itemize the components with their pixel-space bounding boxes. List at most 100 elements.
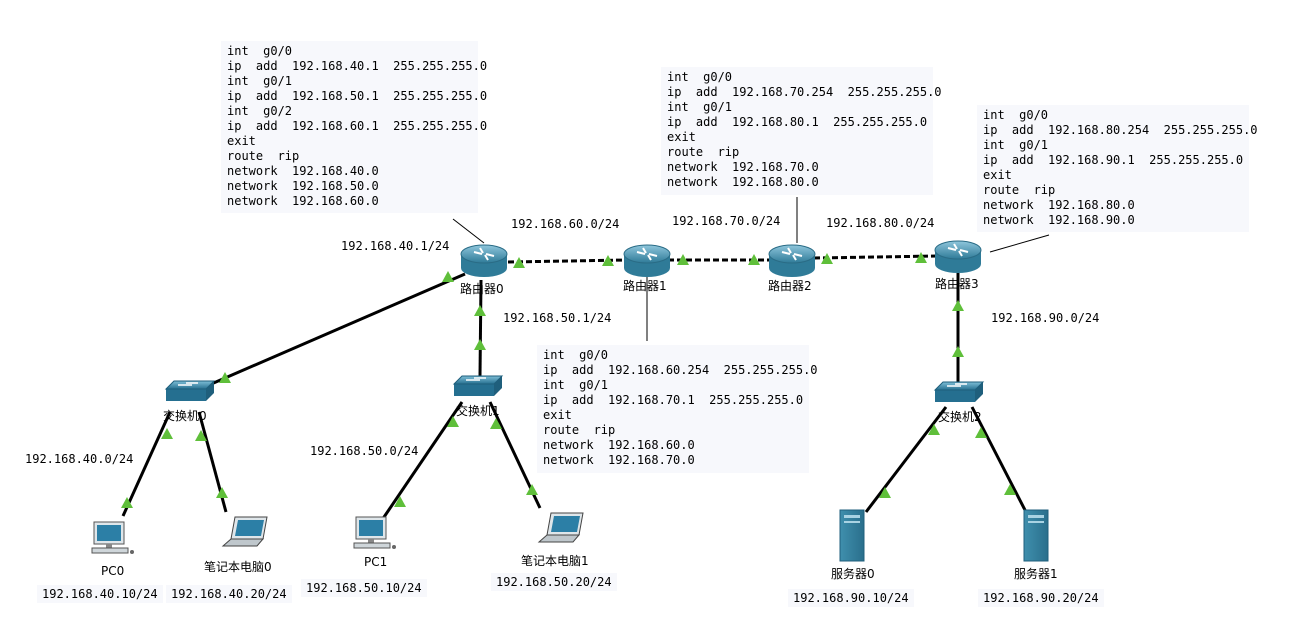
config-line: ip add 192.168.80.1 255.255.255.0: [667, 115, 928, 129]
config-line: int g0/1: [667, 100, 733, 114]
switch-2[interactable]: [933, 381, 985, 402]
laptop0-name: 笔记本电脑0: [204, 560, 272, 574]
laptop-icon: [221, 516, 268, 547]
link-router2-router3: [813, 254, 939, 260]
config-line: int g0/0: [667, 70, 733, 84]
router0-g01-ip-label: 192.168.50.1/24: [503, 311, 612, 325]
laptop1-name: 笔记本电脑1: [521, 554, 589, 568]
link-router0-switch0: [201, 272, 466, 390]
server1-name: 服务器1: [1014, 567, 1058, 581]
server-icon: [839, 509, 865, 562]
port-up-icon: [1004, 484, 1016, 495]
net-40-label: 192.168.40.0/24: [25, 452, 134, 466]
config-line: int g0/0: [983, 108, 1049, 122]
switch1-name: 交换机1: [456, 404, 500, 418]
port-up-icon: [928, 424, 940, 435]
port-up-icon: [442, 271, 454, 282]
net-90-label: 192.168.90.0/24: [991, 311, 1100, 325]
link-switch2-server0: [864, 406, 948, 513]
router-0[interactable]: [460, 244, 508, 277]
config-line: ip add 192.168.40.1 255.255.255.0: [227, 59, 488, 73]
config-line: ip add 192.168.70.1 255.255.255.0: [543, 393, 804, 407]
config-line: ip add 192.168.50.1 255.255.255.0: [227, 89, 488, 103]
config-line: exit: [667, 130, 696, 144]
switch-0[interactable]: [164, 380, 216, 401]
server-0[interactable]: [839, 509, 865, 562]
switch-1[interactable]: [452, 375, 504, 396]
port-up-icon: [394, 496, 406, 507]
port-up-icon: [748, 254, 760, 265]
pc0-name: PC0: [101, 564, 125, 578]
router-2[interactable]: [768, 244, 816, 277]
config-line: network 192.168.60.0: [543, 438, 695, 452]
config-line: route rip: [543, 423, 616, 437]
router3-name: 路由器3: [935, 277, 979, 291]
config-line: ip add 192.168.70.254 255.255.255.0: [667, 85, 942, 99]
router-1[interactable]: [623, 244, 671, 277]
config-line: route rip: [667, 145, 740, 159]
config-line: ip add 192.168.80.254 255.255.255.0: [983, 123, 1258, 137]
config-line: int g0/2: [227, 104, 293, 118]
net-70-label: 192.168.70.0/24: [672, 214, 781, 228]
port-up-icon: [513, 257, 525, 268]
note-pointers: [452, 197, 1050, 341]
switch-icon: [164, 380, 216, 401]
net-80-label: 192.168.80.0/24: [826, 216, 935, 230]
link-switch0-pc0: [121, 411, 172, 517]
laptop0-ip-label: 192.168.40.20/24: [166, 585, 292, 603]
config-line: network 192.168.70.0: [543, 453, 695, 467]
config-line: network 192.168.90.0: [983, 213, 1135, 227]
router-3[interactable]: [934, 240, 982, 273]
server0-ip-label: 192.168.90.10/24: [788, 589, 914, 607]
config-line: route rip: [983, 183, 1056, 197]
port-up-icon: [161, 428, 173, 439]
router2-name: 路由器2: [768, 279, 812, 293]
router-icon: [460, 244, 508, 277]
config-line: ip add 192.168.90.1 255.255.255.0: [983, 153, 1244, 167]
pc-icon: [353, 516, 396, 549]
config-line: exit: [983, 168, 1012, 182]
port-up-icon: [879, 487, 891, 498]
config-line: exit: [543, 408, 572, 422]
port-up-icon: [677, 254, 689, 265]
config-line: ip add 192.168.60.254 255.255.255.0: [543, 363, 818, 377]
config-line: int g0/1: [983, 138, 1049, 152]
router0-g00-ip-label: 192.168.40.1/24: [341, 239, 450, 253]
pc-0[interactable]: [91, 521, 134, 554]
link-router0-switch1: [478, 279, 483, 377]
port-up-icon: [219, 372, 231, 383]
config-line: exit: [227, 134, 256, 148]
switch-icon: [452, 375, 504, 396]
port-up-icon: [447, 416, 459, 427]
server-1[interactable]: [1023, 509, 1049, 562]
config-line: network 192.168.70.0: [667, 160, 819, 174]
port-up-icon: [975, 427, 987, 438]
port-up-icon: [216, 487, 228, 498]
router-icon: [623, 244, 671, 277]
laptop-icon: [537, 512, 584, 543]
router-icon: [934, 240, 982, 273]
port-up-icon: [474, 305, 486, 316]
server0-name: 服务器0: [831, 567, 875, 581]
router-icon: [768, 244, 816, 277]
port-up-icon: [821, 253, 833, 264]
config-line: ip add 192.168.60.1 255.255.255.0: [227, 119, 488, 133]
pc-1[interactable]: [353, 516, 396, 549]
link-switch1-pc1: [380, 401, 464, 521]
laptop-1[interactable]: [537, 512, 584, 543]
laptop-0[interactable]: [221, 516, 268, 547]
config-line: network 192.168.80.0: [667, 175, 819, 189]
config-line: network 192.168.80.0: [983, 198, 1135, 212]
switch-icon: [933, 381, 985, 402]
port-up-icon: [952, 300, 964, 311]
port-up-icon: [195, 430, 207, 441]
port-up-icon: [474, 339, 486, 350]
config-line: int g0/1: [543, 378, 609, 392]
server-icon: [1023, 509, 1049, 562]
pc1-ip-label: 192.168.50.10/24: [301, 579, 427, 597]
config-line: int g0/0: [543, 348, 609, 362]
